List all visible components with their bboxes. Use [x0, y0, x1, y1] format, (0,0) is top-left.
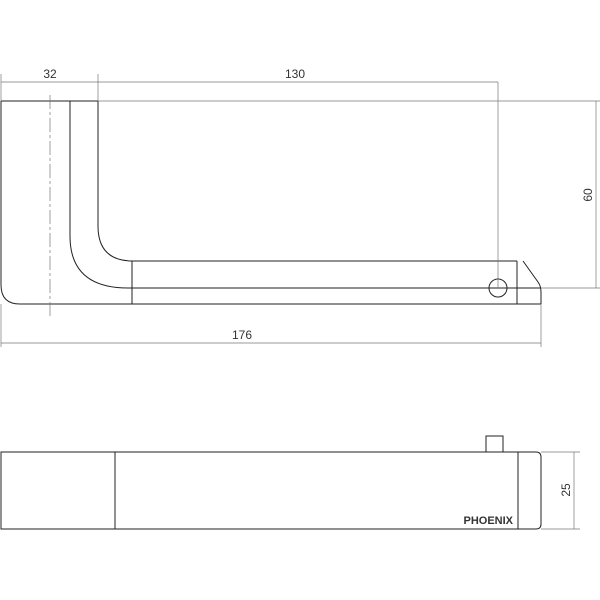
dim-176: 176 — [232, 328, 252, 342]
dimension-lines — [0, 74, 600, 530]
dim-130: 130 — [285, 67, 305, 81]
dim-32: 32 — [43, 67, 57, 81]
arm-outer-curve — [69, 101, 541, 289]
backplate-block — [0, 451, 116, 530]
dim-25: 25 — [559, 483, 573, 497]
dim-60: 60 — [581, 188, 595, 202]
end-chamfer — [522, 260, 542, 304]
backplate-outline — [0, 101, 132, 305]
side-view — [0, 95, 542, 318]
pin — [485, 435, 504, 453]
arm-body — [115, 451, 542, 530]
arm-inner-curve — [97, 101, 517, 262]
brand-label: PHOENIX — [463, 515, 513, 527]
top-view — [0, 435, 542, 530]
